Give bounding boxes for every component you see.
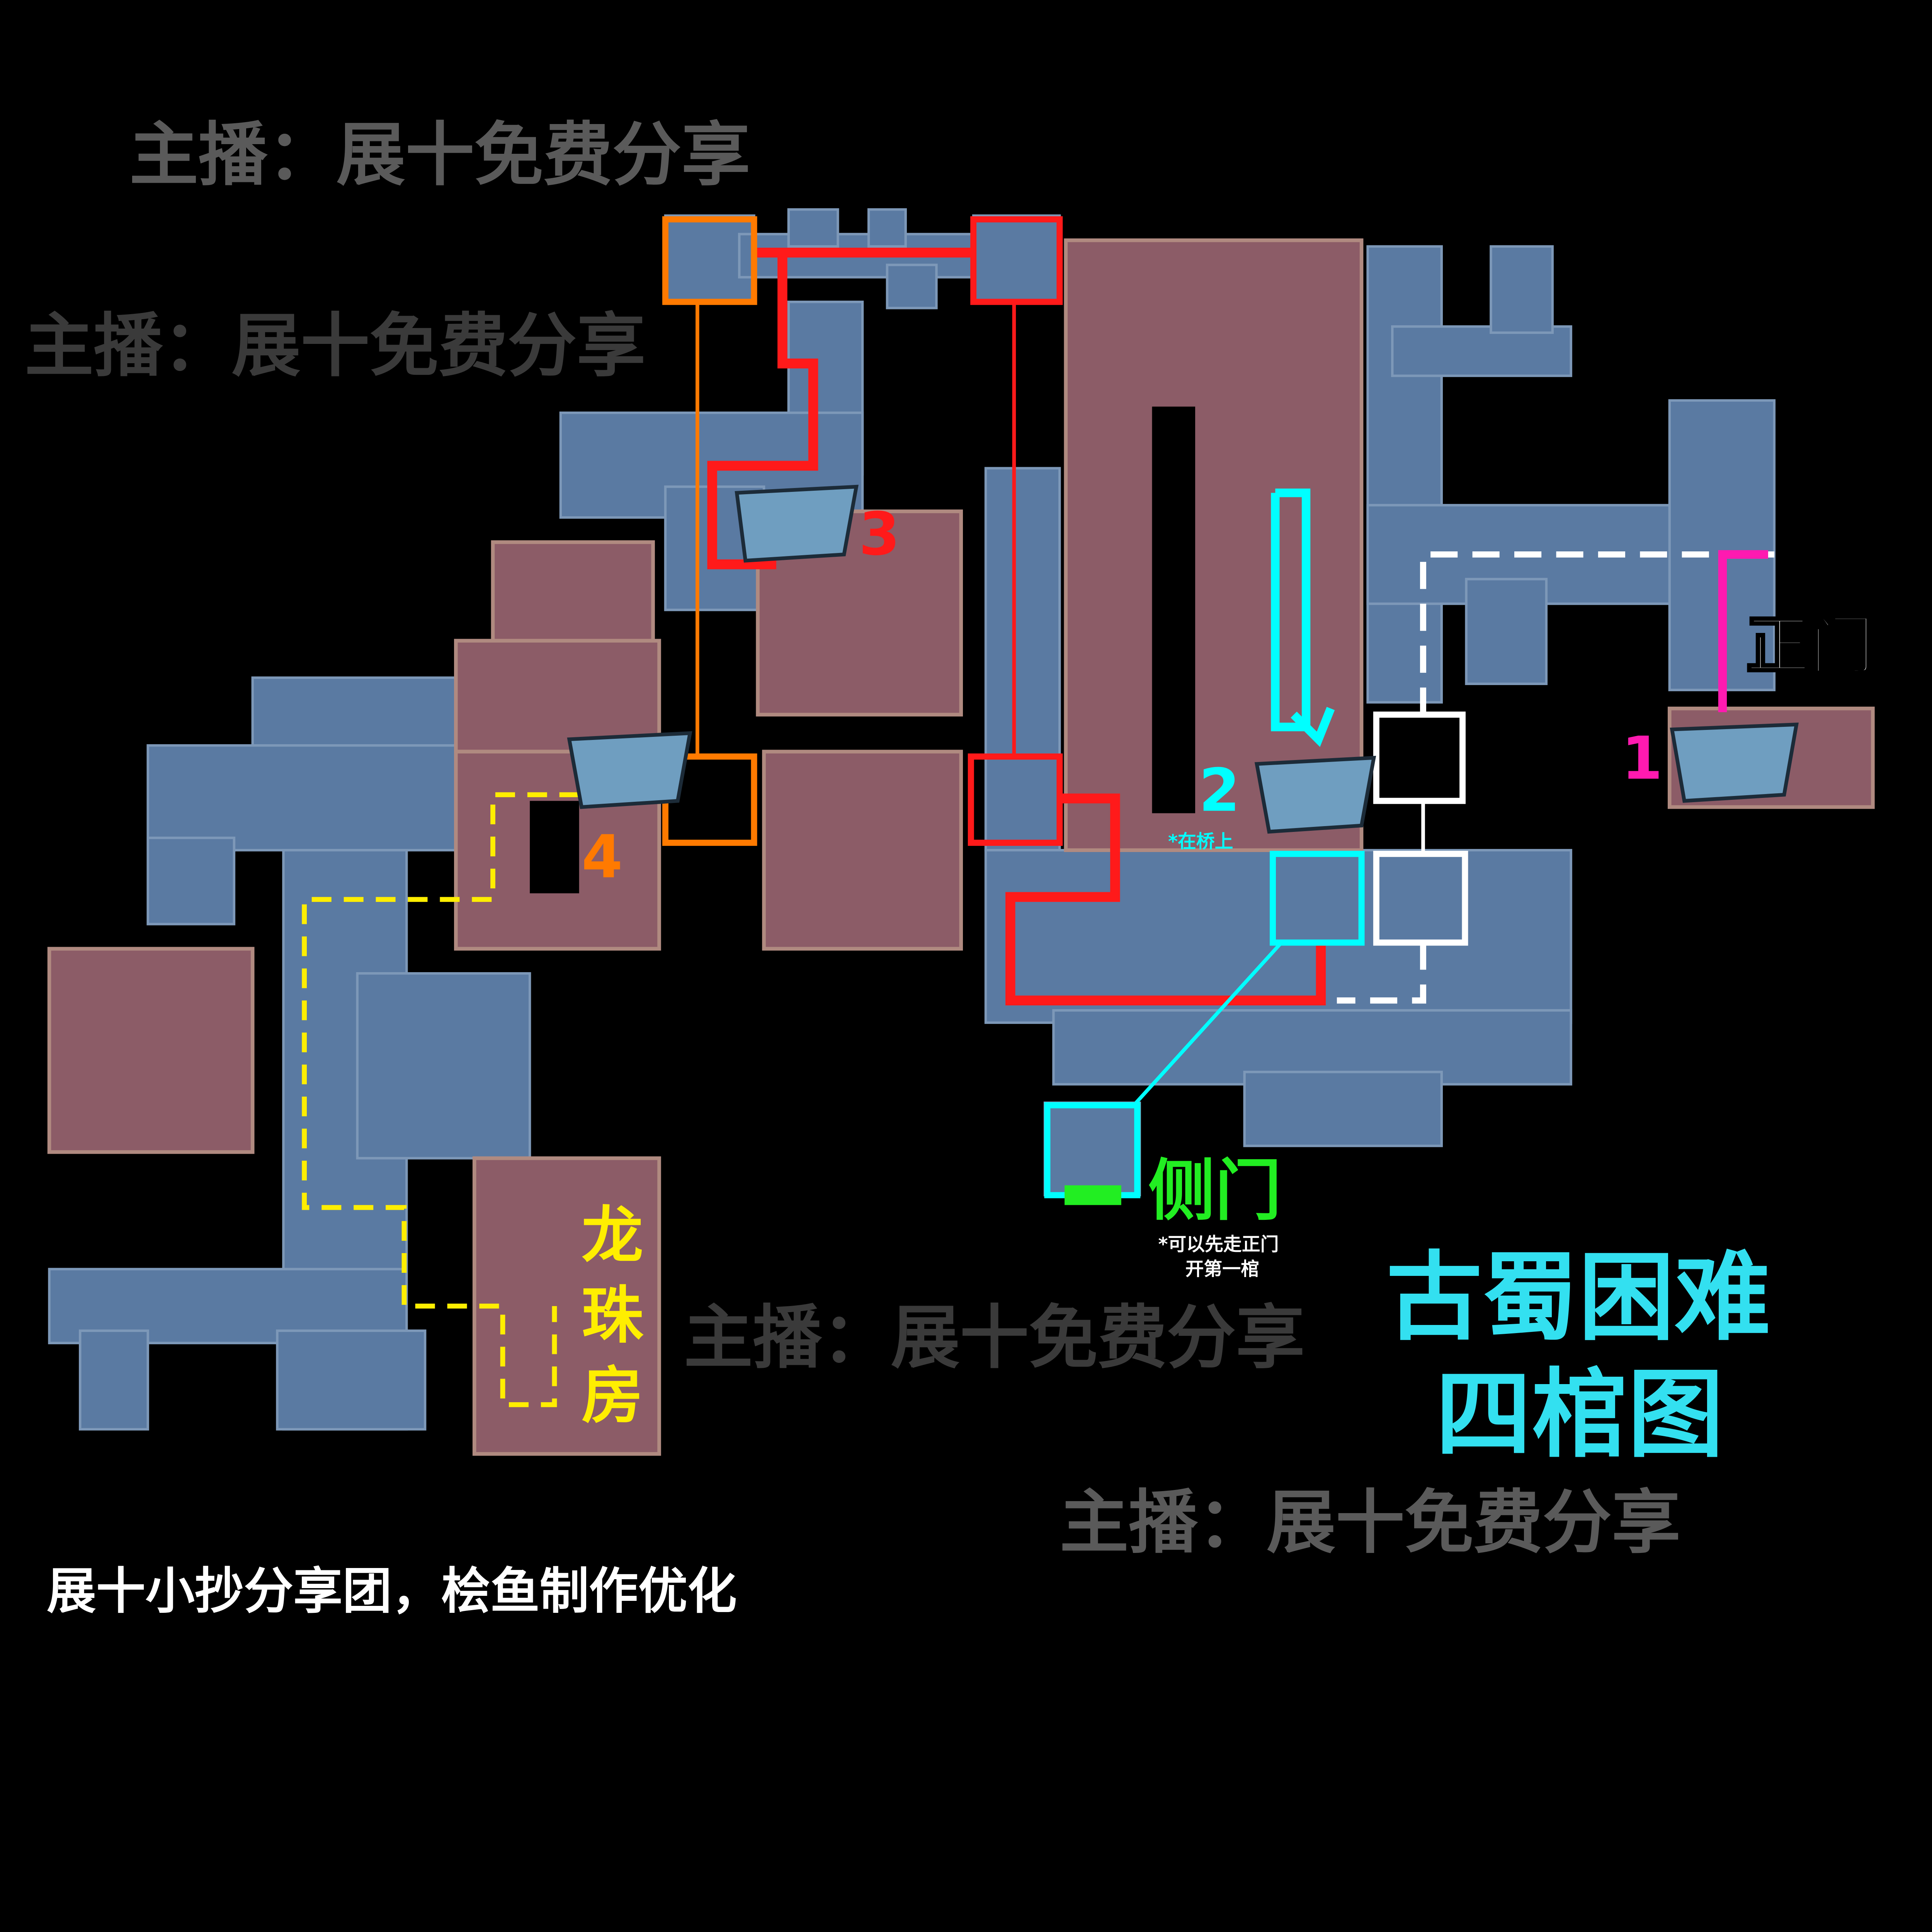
- route-yellow-dashed: [302, 792, 579, 1407]
- route-red: [1005, 793, 1326, 1006]
- coffin-icon: [735, 485, 859, 563]
- watermark-text: 主播：展十免费分享: [129, 115, 750, 195]
- main-gate-label: 正门: [1746, 609, 1874, 683]
- route-red: [707, 252, 818, 570]
- route-white-dashed: [1337, 942, 1427, 1004]
- coffins: [567, 485, 1799, 834]
- coffin-2-number: 2: [1199, 756, 1240, 825]
- dragon-pearl-room-label: 珠: [582, 1280, 644, 1352]
- dragon-pearl-room-label: 房: [582, 1360, 643, 1432]
- coffin-icon: [1254, 755, 1376, 834]
- dragon-pearl-room-label: 龙: [582, 1200, 643, 1272]
- routes: [302, 247, 1774, 1407]
- labels: 3 4 2 *在桥上 1 正门 侧门 *可以先走正门 开第一棺 龙 珠 房 古蜀…: [47, 500, 1875, 1620]
- watermark-text: 主播：展十免费分享: [25, 306, 646, 386]
- route-cyan: [1291, 707, 1335, 747]
- coffin-icon: [1670, 722, 1799, 803]
- route-magenta: [1718, 550, 1768, 713]
- watermarks: 主播：展十免费分享 主播：展十免费分享 主播：展十免费分享 主播：展十免费分享: [25, 115, 1681, 1563]
- highlight-boxes: [662, 216, 1468, 1205]
- side-gate-note: *可以先走正门: [1158, 1234, 1279, 1255]
- watermark-text: 主播：展十免费分享: [1060, 1483, 1680, 1563]
- map-subtitle: 四棺图: [1435, 1359, 1724, 1471]
- route-white-dashed: [1420, 551, 1774, 715]
- watermark-text: 主播：展十免费分享: [684, 1298, 1305, 1378]
- coffin-3-number: 3: [859, 500, 900, 569]
- side-gate-label: 侧门: [1148, 1152, 1281, 1230]
- footer-credit: 展十小抄分享团，桧鱼制作优化: [47, 1563, 737, 1620]
- side-gate-marker: [1065, 1185, 1121, 1205]
- map-title: 古蜀困难: [1386, 1242, 1770, 1354]
- coffin-icon: [567, 731, 692, 809]
- side-gate-note: 开第一棺: [1185, 1259, 1259, 1280]
- game-map: 主播：展十免费分享 主播：展十免费分享 主播：展十免费分享 主播：展十免费分享: [24, 115, 1875, 1620]
- route-cyan: [1134, 941, 1283, 1104]
- coffin-4-number: 4: [582, 823, 622, 891]
- coffin-2-note: *在桥上: [1168, 831, 1233, 852]
- coffin-1-number: 1: [1621, 724, 1663, 793]
